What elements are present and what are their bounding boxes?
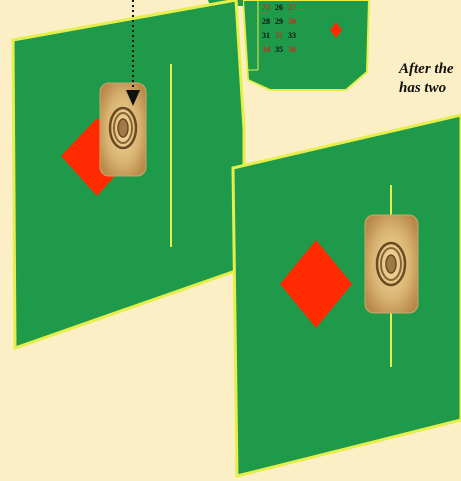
right-felt-panel: [233, 115, 461, 476]
layout-number-35: 35: [275, 45, 283, 54]
layout-number-32: 32: [275, 31, 283, 40]
roulette-chip-icon: [100, 83, 146, 176]
caption-line-2: has two: [399, 79, 454, 98]
layout-number-31: 31: [262, 31, 270, 40]
left-felt-panel: [13, 0, 244, 348]
layout-number-33: 33: [288, 31, 296, 40]
layout-number-26: 26: [275, 3, 283, 12]
layout-number-36: 36: [288, 45, 296, 54]
caption-text: After the has two: [399, 60, 454, 98]
layout-number-28: 28: [262, 17, 270, 26]
layout-number-25: 25: [262, 3, 270, 12]
roulette-chip-icon: [365, 215, 418, 313]
caption-line-1: After the: [399, 60, 454, 79]
layout-number-30: 30: [288, 17, 296, 26]
layout-number-34: 34: [262, 45, 270, 54]
layout-number-27: 27: [288, 3, 296, 12]
layout-number-29: 29: [275, 17, 283, 26]
betting-layout: 25 26 27 28 29 30 31 32 33 34 35 36: [243, 0, 369, 90]
